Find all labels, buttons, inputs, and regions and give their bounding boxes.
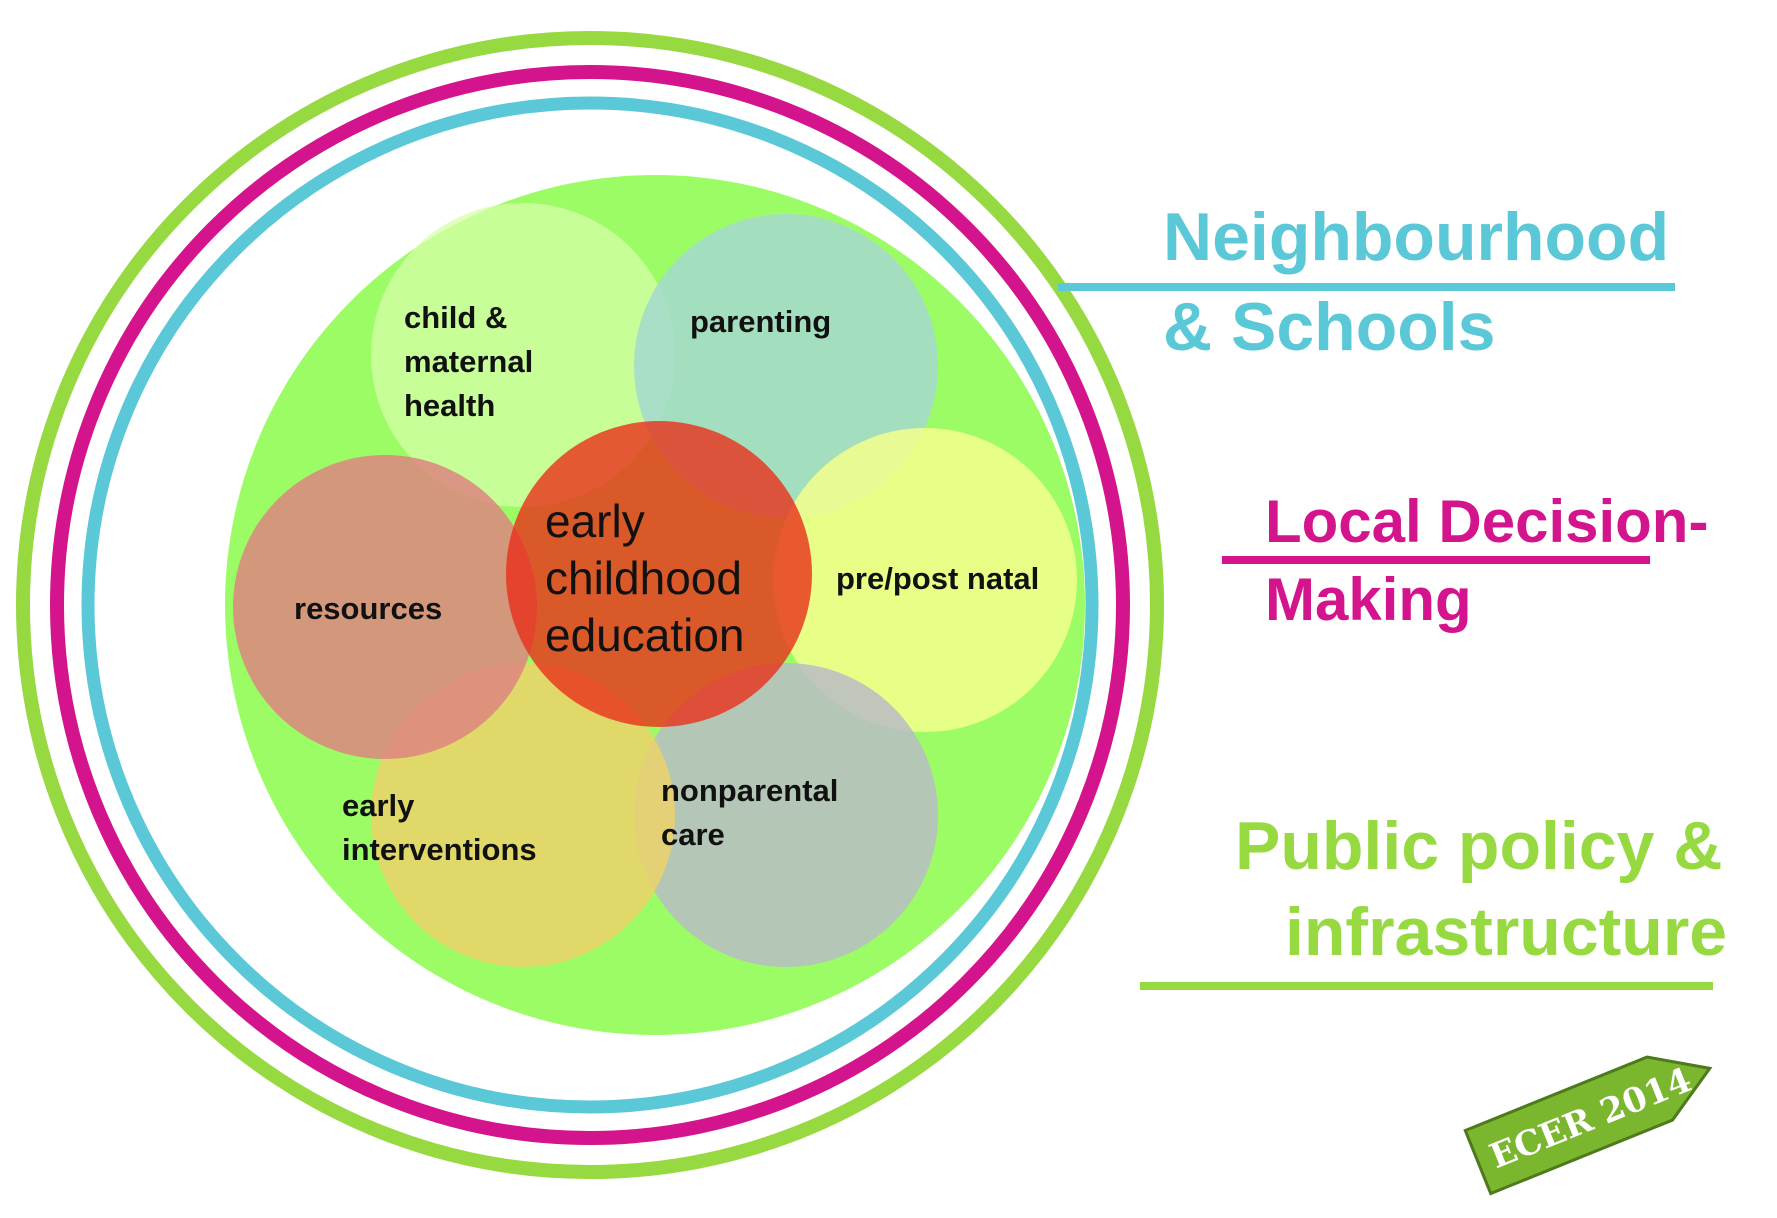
petal-pre-post-natal — [773, 428, 1077, 732]
label-neighbourhood-schools: Neighbourhood & Schools — [1163, 199, 1688, 365]
label-early-interventions: early interventions — [342, 788, 537, 867]
neighbourhood-ring — [81, 96, 1099, 1114]
crayon-body — [1463, 1055, 1713, 1196]
petal-nonparental-care — [634, 663, 938, 967]
label-public-policy-infrastructure: Public policy & infrastructure — [1235, 808, 1741, 970]
center-circle — [506, 421, 812, 727]
petal-resources — [233, 455, 537, 759]
ecer-2014-logo: ECER 2014 — [1463, 1055, 1713, 1196]
label-local-decision-making: Local Decision- Making — [1265, 488, 1725, 633]
local-decision-ring — [50, 65, 1130, 1145]
label-parenting: parenting — [690, 304, 831, 339]
label-early-childhood-education: early childhood education — [545, 495, 755, 661]
public-policy-ring — [16, 31, 1164, 1179]
label-nonparental-care: nonparental care — [661, 773, 847, 852]
label-child-maternal-health: child & maternal health — [404, 300, 542, 423]
label-pre-post-natal: pre/post natal — [836, 561, 1039, 596]
petal-child-maternal-health — [371, 203, 675, 507]
label-resources: resources — [294, 591, 442, 626]
